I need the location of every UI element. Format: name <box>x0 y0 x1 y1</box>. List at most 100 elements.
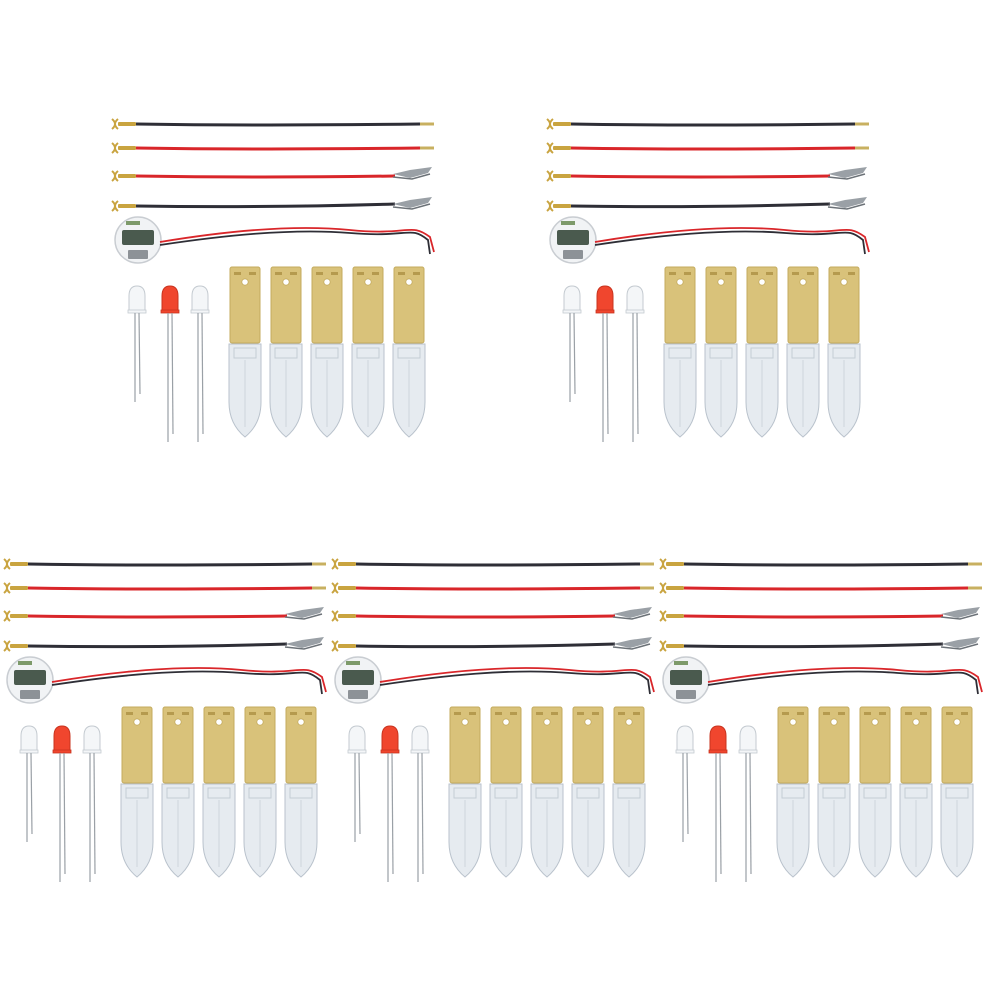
lcd-clock-module <box>6 656 54 704</box>
copper-tab <box>449 706 481 784</box>
copper-tab <box>818 706 850 784</box>
wire-red-3 <box>3 607 324 622</box>
copper-tab <box>490 706 522 784</box>
copper-tab <box>705 266 737 344</box>
alligator-clip <box>285 637 324 648</box>
led-red-2 <box>708 725 728 882</box>
kit-bottom-left <box>2 552 332 882</box>
kit-illustration <box>3 558 327 882</box>
wire-red-3 <box>331 607 652 622</box>
kit-top-left <box>110 112 440 442</box>
led-red-2 <box>380 725 400 882</box>
clock-leads <box>379 667 655 695</box>
electrode-5 <box>612 706 646 878</box>
wire-red-2 <box>659 582 982 594</box>
electrode-3 <box>745 266 779 438</box>
led-red-2 <box>52 725 72 882</box>
wire-black-1 <box>3 558 326 570</box>
kit-bottom-right <box>658 552 988 882</box>
electrode-5 <box>827 266 861 438</box>
copper-tab <box>859 706 891 784</box>
electrode-1 <box>448 706 482 878</box>
kit-bottom-middle <box>330 552 660 882</box>
kit-illustration <box>659 558 983 882</box>
lcd-clock-module <box>662 656 710 704</box>
electrode-5 <box>392 266 426 438</box>
wire-red-2 <box>3 582 326 594</box>
lcd-screen <box>14 670 46 685</box>
copper-tab <box>828 266 860 344</box>
alligator-clip <box>393 167 432 178</box>
lcd-clock-module <box>549 216 597 264</box>
electrode-1 <box>120 706 154 878</box>
led-clear-1 <box>19 725 39 842</box>
kit-illustration <box>331 558 655 882</box>
led-clear-3 <box>625 285 645 442</box>
electrode-1 <box>228 266 262 438</box>
copper-tab <box>613 706 645 784</box>
wire-red-3 <box>659 607 980 622</box>
electrode-2 <box>489 706 523 878</box>
lcd-screen <box>342 670 374 685</box>
wire-black-4 <box>331 637 652 652</box>
wire-black-1 <box>331 558 654 570</box>
wire-black-1 <box>111 118 434 130</box>
led-clear-1 <box>675 725 695 842</box>
alligator-clip <box>613 637 652 648</box>
wire-red-2 <box>331 582 654 594</box>
electrode-4 <box>243 706 277 878</box>
electrode-4 <box>571 706 605 878</box>
led-clear-1 <box>562 285 582 402</box>
wire-black-4 <box>546 197 867 212</box>
led-red-2 <box>595 285 615 442</box>
copper-tab <box>900 706 932 784</box>
electrode-3 <box>530 706 564 878</box>
copper-tab <box>121 706 153 784</box>
wire-black-4 <box>3 637 324 652</box>
electrode-5 <box>940 706 974 878</box>
alligator-clip <box>393 197 432 208</box>
electrode-3 <box>858 706 892 878</box>
led-clear-3 <box>82 725 102 882</box>
wire-red-3 <box>546 167 867 182</box>
wire-red-3 <box>111 167 432 182</box>
lcd-screen <box>670 670 702 685</box>
electrode-1 <box>776 706 810 878</box>
led-clear-3 <box>738 725 758 882</box>
electrode-4 <box>899 706 933 878</box>
alligator-clip <box>941 637 980 648</box>
electrode-2 <box>817 706 851 878</box>
copper-tab <box>777 706 809 784</box>
wire-red-2 <box>111 142 434 154</box>
kit-illustration <box>111 118 435 442</box>
electrode-2 <box>161 706 195 878</box>
lcd-clock-module <box>114 216 162 264</box>
copper-tab <box>746 266 778 344</box>
lcd-screen <box>122 230 154 245</box>
copper-tab <box>531 706 563 784</box>
copper-tab <box>352 266 384 344</box>
clock-leads <box>51 667 327 695</box>
copper-tab <box>393 266 425 344</box>
copper-tab <box>311 266 343 344</box>
alligator-clip <box>828 167 867 178</box>
electrode-5 <box>284 706 318 878</box>
copper-tab <box>244 706 276 784</box>
copper-tab <box>229 266 261 344</box>
electrode-2 <box>704 266 738 438</box>
alligator-clip <box>285 607 324 618</box>
led-clear-1 <box>347 725 367 842</box>
clock-leads <box>594 227 870 255</box>
copper-tab <box>285 706 317 784</box>
clock-leads <box>707 667 983 695</box>
wire-black-4 <box>659 637 980 652</box>
copper-tab <box>162 706 194 784</box>
copper-tab <box>270 266 302 344</box>
electrode-2 <box>269 266 303 438</box>
led-clear-1 <box>127 285 147 402</box>
electrode-4 <box>786 266 820 438</box>
alligator-clip <box>941 607 980 618</box>
electrode-3 <box>202 706 236 878</box>
kit-illustration <box>546 118 870 442</box>
copper-tab <box>787 266 819 344</box>
